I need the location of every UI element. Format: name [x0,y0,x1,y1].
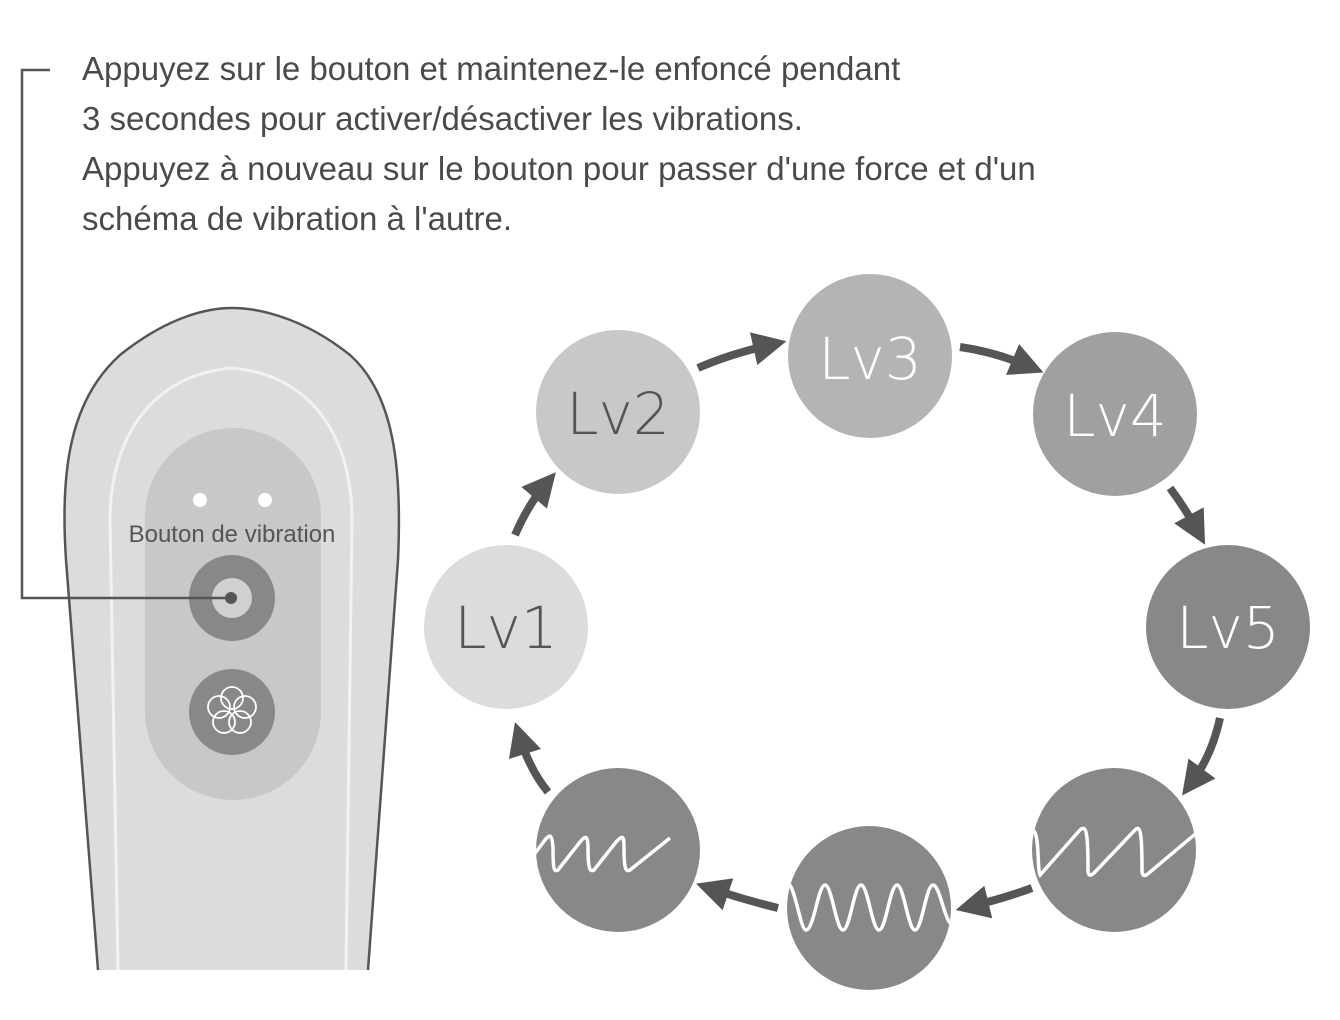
level-3: Lv3 [788,274,952,438]
level-1: Lv1 [424,545,588,709]
level-2: Lv2 [536,330,700,494]
instruction-line: 3 secondes pour activer/désactiver les v… [82,100,803,137]
arrow-icon [696,878,779,912]
instruction-line: Appuyez à nouveau sur le bouton pour pas… [82,150,1036,187]
pattern-sawtooth [536,768,700,932]
leader-dot [225,592,237,604]
device: Bouton de vibration [63,306,401,971]
arrow-icon [1166,485,1206,545]
wave-icon [787,880,951,932]
instructions: Appuyez sur le bouton et maintenez-le en… [82,50,1036,237]
pattern-sine [787,826,951,990]
leader-line [20,68,230,600]
level-label: Lv4 [1063,382,1167,450]
level-label: Lv3 [818,325,922,393]
instruction-line: Appuyez sur le bouton et maintenez-le en… [82,50,900,87]
arrow-icon [1182,717,1224,796]
arrow-icon [959,343,1044,375]
arrow-icon [696,332,787,372]
level-5: Lv5 [1146,545,1310,709]
level-label: Lv1 [454,594,558,662]
flower-button[interactable] [189,669,275,755]
flower-icon [207,686,257,734]
level-label: Lv5 [1176,594,1280,662]
instruction-line: schéma de vibration à l'autre. [82,200,512,237]
wave-icon [1032,826,1196,878]
wave-icon [536,834,672,873]
arrow-icon [508,721,552,795]
cycle-arrows [508,332,1224,919]
level-label: Lv2 [566,380,670,448]
indicator-light [193,493,207,507]
arrow-icon [511,472,556,537]
pattern-reverse-sawtooth [1032,768,1196,932]
level-4: Lv4 [1033,332,1197,496]
indicator-light [258,493,272,507]
vibration-button-label: Bouton de vibration [129,521,336,548]
arrow-icon [955,884,1034,919]
